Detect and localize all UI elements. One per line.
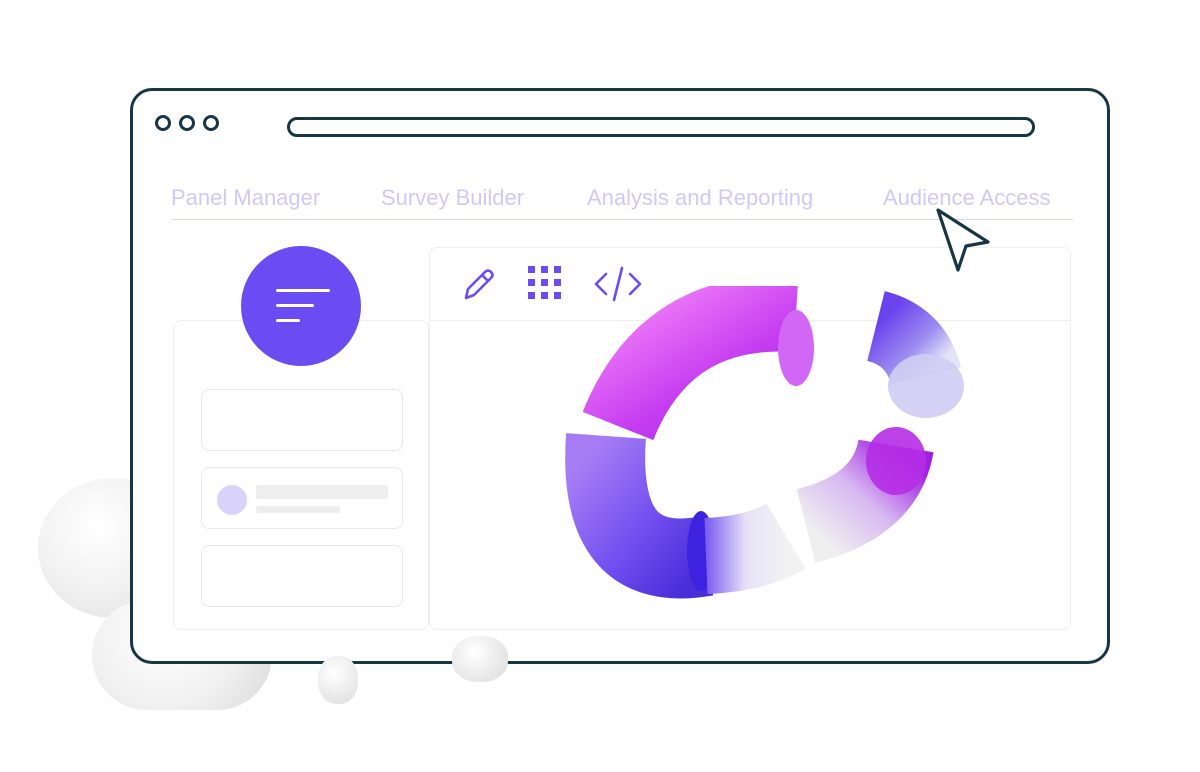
- window-dot[interactable]: [155, 115, 171, 131]
- tab-audience-access[interactable]: Audience Access: [883, 185, 1051, 210]
- menu-icon-line: [276, 319, 300, 322]
- ring-illustration: [565, 286, 964, 599]
- list-item[interactable]: [201, 467, 403, 529]
- menu-icon-line: [276, 289, 330, 292]
- code-icon[interactable]: [594, 264, 642, 304]
- nav-tabs: Panel Manager Survey Builder Analysis an…: [171, 181, 1073, 220]
- mouse-cursor-icon: [936, 208, 990, 272]
- list-item[interactable]: [201, 545, 403, 607]
- list-item[interactable]: [201, 389, 403, 451]
- window-controls: [155, 115, 219, 131]
- decorative-pebble: [318, 656, 358, 704]
- placeholder-bar: [256, 506, 340, 513]
- tab-panel-manager[interactable]: Panel Manager: [171, 185, 321, 210]
- grid-icon[interactable]: [526, 264, 566, 304]
- window-dot[interactable]: [179, 115, 195, 131]
- sidebar-panel: [173, 320, 429, 630]
- avatar: [217, 485, 247, 515]
- address-bar[interactable]: [287, 117, 1035, 137]
- placeholder-bar: [256, 485, 388, 499]
- decorative-pebble: [452, 636, 508, 682]
- menu-button[interactable]: [241, 246, 361, 366]
- menu-icon-line: [276, 304, 314, 307]
- tab-survey-builder[interactable]: Survey Builder: [381, 185, 525, 210]
- tab-analysis-reporting[interactable]: Analysis and Reporting: [587, 185, 814, 210]
- window-dot[interactable]: [203, 115, 219, 131]
- pencil-icon[interactable]: [458, 264, 498, 304]
